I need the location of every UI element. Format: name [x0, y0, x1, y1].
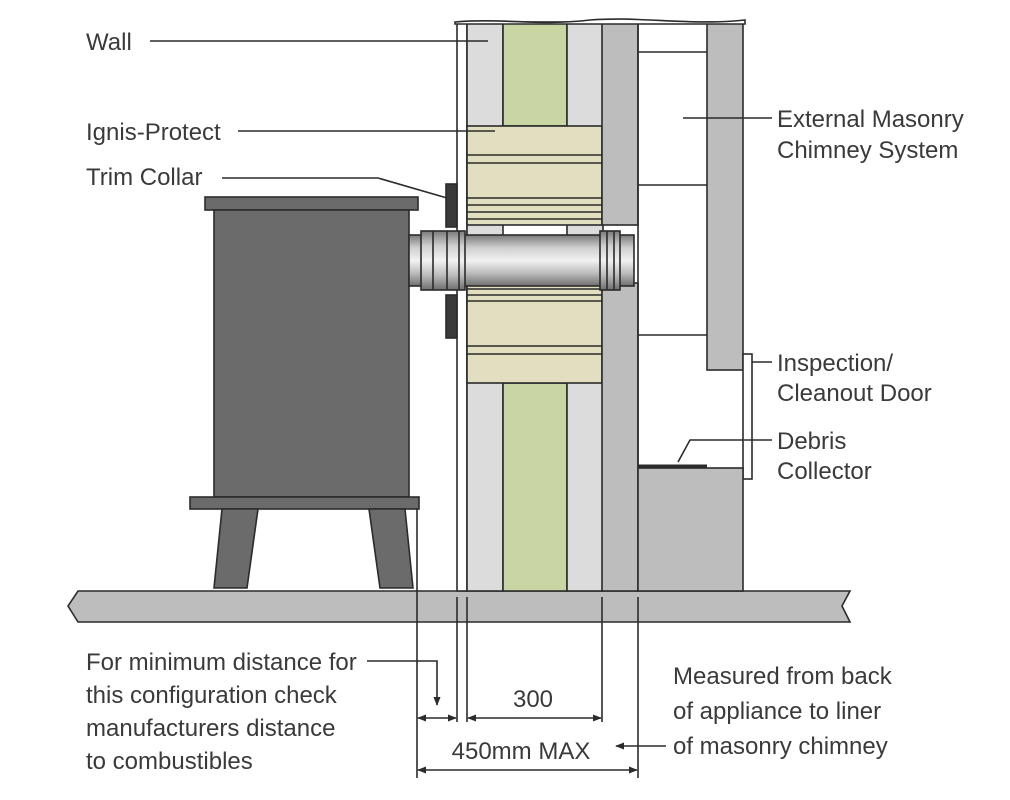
label-inspection-line2: Cleanout Door — [777, 380, 932, 407]
floor-slab — [67, 590, 852, 623]
inspection-cleanout-door — [742, 353, 753, 480]
leader-trim-collar — [222, 177, 448, 199]
label-trim-collar: Trim Collar — [86, 164, 202, 191]
masonry-outer-upper — [706, 21, 744, 371]
label-ignis-protect: Ignis-Protect — [86, 119, 221, 146]
flue-pipe — [408, 230, 635, 291]
stove-leg-left — [213, 508, 259, 589]
stove-top-plate — [204, 196, 419, 211]
dim-label-300: 300 — [513, 686, 553, 713]
note-measured-from-line1: Measured from back — [673, 663, 893, 690]
note-min-distance-line2: this configuration check — [86, 682, 338, 709]
note-min-distance-line1: For minimum distance for — [86, 649, 357, 676]
ignis-protect-lower — [466, 282, 603, 384]
stove-body — [213, 209, 410, 498]
label-wall: Wall — [86, 29, 132, 56]
stove-base-plate — [189, 496, 420, 510]
wall-insulation-top — [502, 21, 568, 127]
label-external-masonry-line2: Chimney System — [777, 137, 958, 164]
note-measured-from-line2: of appliance to liner — [673, 698, 881, 725]
note-min-distance-line4: to combustibles — [86, 748, 253, 775]
leader-min-distance-note — [367, 660, 441, 706]
leader-debris-collector — [677, 439, 772, 463]
label-external-masonry-line1: External Masonry — [777, 106, 964, 133]
ignis-protect-upper — [466, 125, 603, 226]
wall-face-strip — [456, 21, 468, 592]
trim-collar-upper — [445, 183, 458, 228]
dim-label-450-max: 450mm MAX — [452, 738, 591, 765]
stove — [189, 196, 420, 589]
trim-collar-lower — [445, 294, 458, 339]
masonry-liner-upper — [601, 21, 639, 226]
note-measured-from-line3: of masonry chimney — [673, 733, 888, 760]
note-min-distance-line3: manufacturers distance — [86, 715, 335, 742]
chimney-flue — [637, 22, 707, 468]
label-debris-line1: Debris — [777, 428, 846, 455]
masonry-liner-lower — [601, 282, 639, 592]
wall-insulation-bottom — [502, 382, 568, 592]
stove-leg-right — [368, 508, 414, 589]
dimension-extension-lines — [416, 509, 639, 778]
torn-top-edge — [454, 18, 746, 25]
label-debris-line2: Collector — [777, 458, 872, 485]
label-inspection-line1: Inspection/ — [777, 350, 893, 377]
debris-collector-base — [637, 467, 744, 592]
